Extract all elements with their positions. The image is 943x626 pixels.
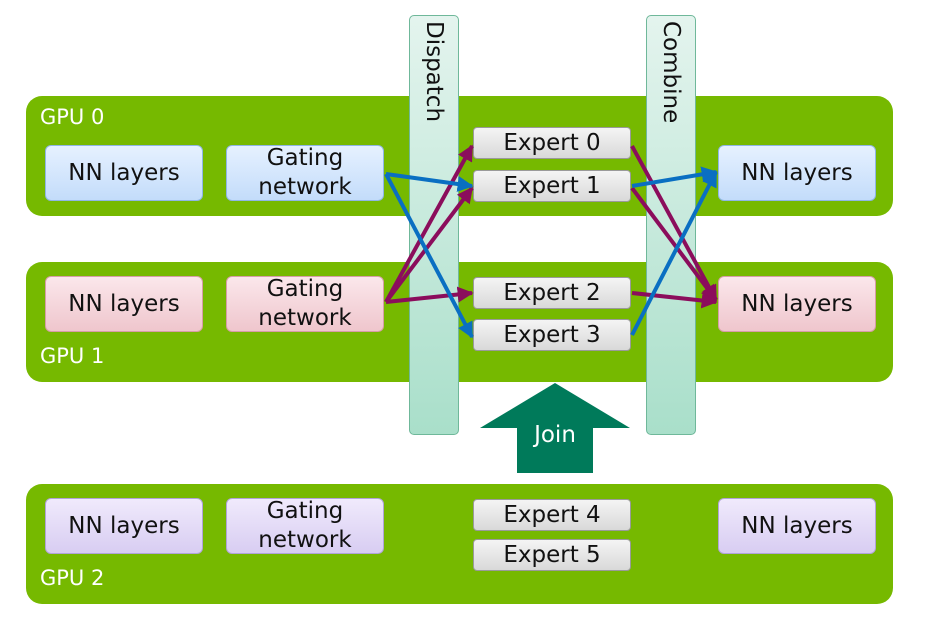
dispatch-arrow-gpu0-to-expert1 [385,172,474,192]
dispatch-arrow-gpu1-to-expert1 [384,186,474,304]
combine-bar: Combine [646,15,696,435]
expert-1: Expert 1 [473,170,631,202]
expert-5: Expert 5 [473,539,631,571]
dispatch-bar: Dispatch [409,15,459,435]
gpu1-gating-network: Gating network [226,276,384,332]
gpu0-gating-network: Gating network [226,145,384,201]
gpu2-nn-layers-left: NN layers [45,498,203,554]
gpu0-nn-layers-right: NN layers [718,145,876,201]
expert-0: Expert 0 [473,127,631,159]
combine-arrow-expert0-to-gpu1 [630,145,718,302]
dispatch-arrow-gpu1-to-expert2 [385,286,474,304]
gpu0-nn-layers-left: NN layers [45,145,203,201]
dispatch-arrow-gpu1-to-expert0 [384,144,474,303]
gpu2-gating-network: Gating network [226,498,384,554]
expert-4: Expert 4 [473,499,631,531]
gpu1-nn-layers-right: NN layers [718,276,876,332]
join-label: Join [534,422,576,448]
gpu0-label: GPU 0 [40,105,105,129]
expert-3: Expert 3 [473,319,631,351]
join-arrow [480,383,630,473]
combine-arrow-expert2-to-gpu1 [631,291,718,309]
dispatch-arrow-gpu0-to-expert3 [384,173,474,339]
gpu1-label: GPU 1 [40,344,105,368]
gpu2-nn-layers-right: NN layers [718,498,876,554]
gpu1-nn-layers-left: NN layers [45,276,203,332]
combine-arrow-expert1-to-gpu1 [630,186,718,302]
gpu2-label: GPU 2 [40,566,105,590]
combine-arrow-expert3-to-gpu0 [630,170,718,336]
combine-arrow-expert1-to-gpu0 [631,166,718,188]
